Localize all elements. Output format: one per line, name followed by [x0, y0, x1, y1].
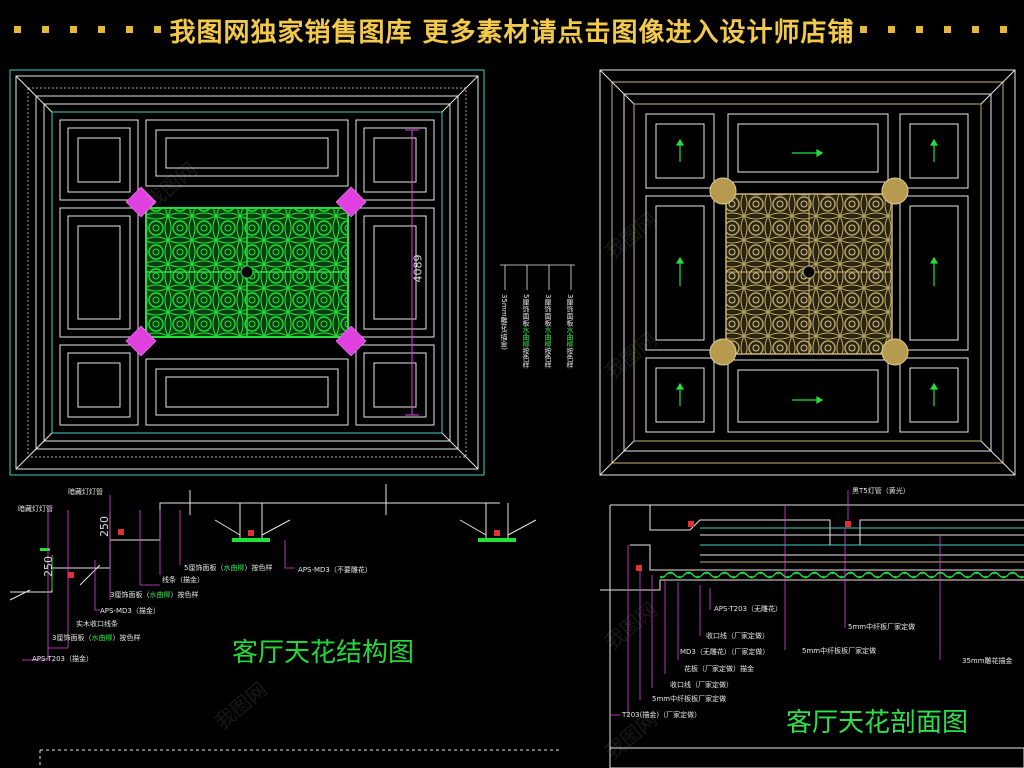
banner-dot — [916, 26, 923, 33]
left-ceiling-plan — [9, 69, 575, 476]
banner-dot — [14, 26, 21, 33]
label-strip: 线条（描金） — [162, 576, 204, 584]
banner-dot — [888, 26, 895, 33]
label-carve-35: 35mm雕花描金 — [962, 657, 1013, 665]
label-lamp-1: 暗藏灯灯管 — [68, 488, 103, 496]
label-t203: T203(描金)（厂家定做） — [622, 711, 702, 719]
left-section-drawing — [9, 484, 537, 601]
label-board-5a: 5mm中纤板板厂家定做 — [652, 695, 727, 703]
banner-dot — [944, 26, 951, 33]
callout-panel-5: 5厘饰面板水曲柳按色样 — [522, 294, 530, 369]
caption-structure: 客厅天花结构图 — [232, 638, 415, 668]
banner-dot — [70, 26, 77, 33]
banner-dot — [860, 26, 867, 33]
label-board-5c: 5mm中纤板板厂家定做 — [802, 647, 877, 655]
callout-carving: 35mm雕花(描金) — [500, 294, 508, 351]
section-dimension-upper: 250 — [98, 516, 111, 537]
label-panel-board: 花板（厂家定做）描金 — [684, 665, 754, 673]
callout-panel-3a: 3厘饰面板水曲柳按色样 — [544, 294, 552, 369]
label-lamp-2: 暗藏灯灯管 — [18, 505, 53, 513]
label-aps-md3: APS-MD3（描金） — [100, 607, 160, 615]
section-dimension-lower: 250 — [42, 556, 55, 577]
label-board-5b: 5mm中纤板厂家定做 — [848, 623, 916, 631]
label-aps-md3-plain: APS-MD3（不要雕花） — [298, 566, 372, 574]
label-panel-5: 5厘饰面板（水曲柳）按色样 — [184, 564, 273, 572]
caption-section: 客厅天花剖面图 — [786, 708, 969, 738]
label-panel-3a: 3厘饰面板（水曲柳）按色样 — [110, 591, 199, 599]
banner-dot — [1000, 26, 1007, 33]
label-aps-t203-plain: APS-T203（无雕花） — [714, 605, 782, 613]
plan-dimension: 4089 — [411, 254, 425, 283]
label-md3: MD3（无雕花）（厂家定做） — [680, 648, 770, 656]
callout-panel-3b: 3厘饰面板水曲柳按色样 — [566, 294, 574, 369]
label-aps-t203: APS-T203（描金） — [32, 655, 93, 663]
label-edge-1: 收口线（厂家定做） — [706, 632, 769, 640]
label-panel-3b: 3厘饰面板（水曲柳）按色样 — [52, 634, 141, 642]
right-section-drawing — [600, 504, 1024, 768]
banner-dot — [154, 26, 161, 33]
label-t5-lamp: 黑T5灯管（黄光） — [852, 487, 910, 495]
banner-dot — [98, 26, 105, 33]
label-edge-2: 收口线（厂家定做） — [670, 681, 733, 689]
banner-dot — [42, 26, 49, 33]
banner-dot — [972, 26, 979, 33]
top-banner[interactable]: 我图网独家销售图库 更多素材请点击图像进入设计师店铺 — [0, 0, 1024, 60]
right-ceiling-plan — [599, 69, 1016, 476]
banner-dot — [126, 26, 133, 33]
label-wood-edge: 实木收口线条 — [76, 620, 118, 628]
banner-title[interactable]: 我图网独家销售图库 更多素材请点击图像进入设计师店铺 — [169, 18, 855, 48]
